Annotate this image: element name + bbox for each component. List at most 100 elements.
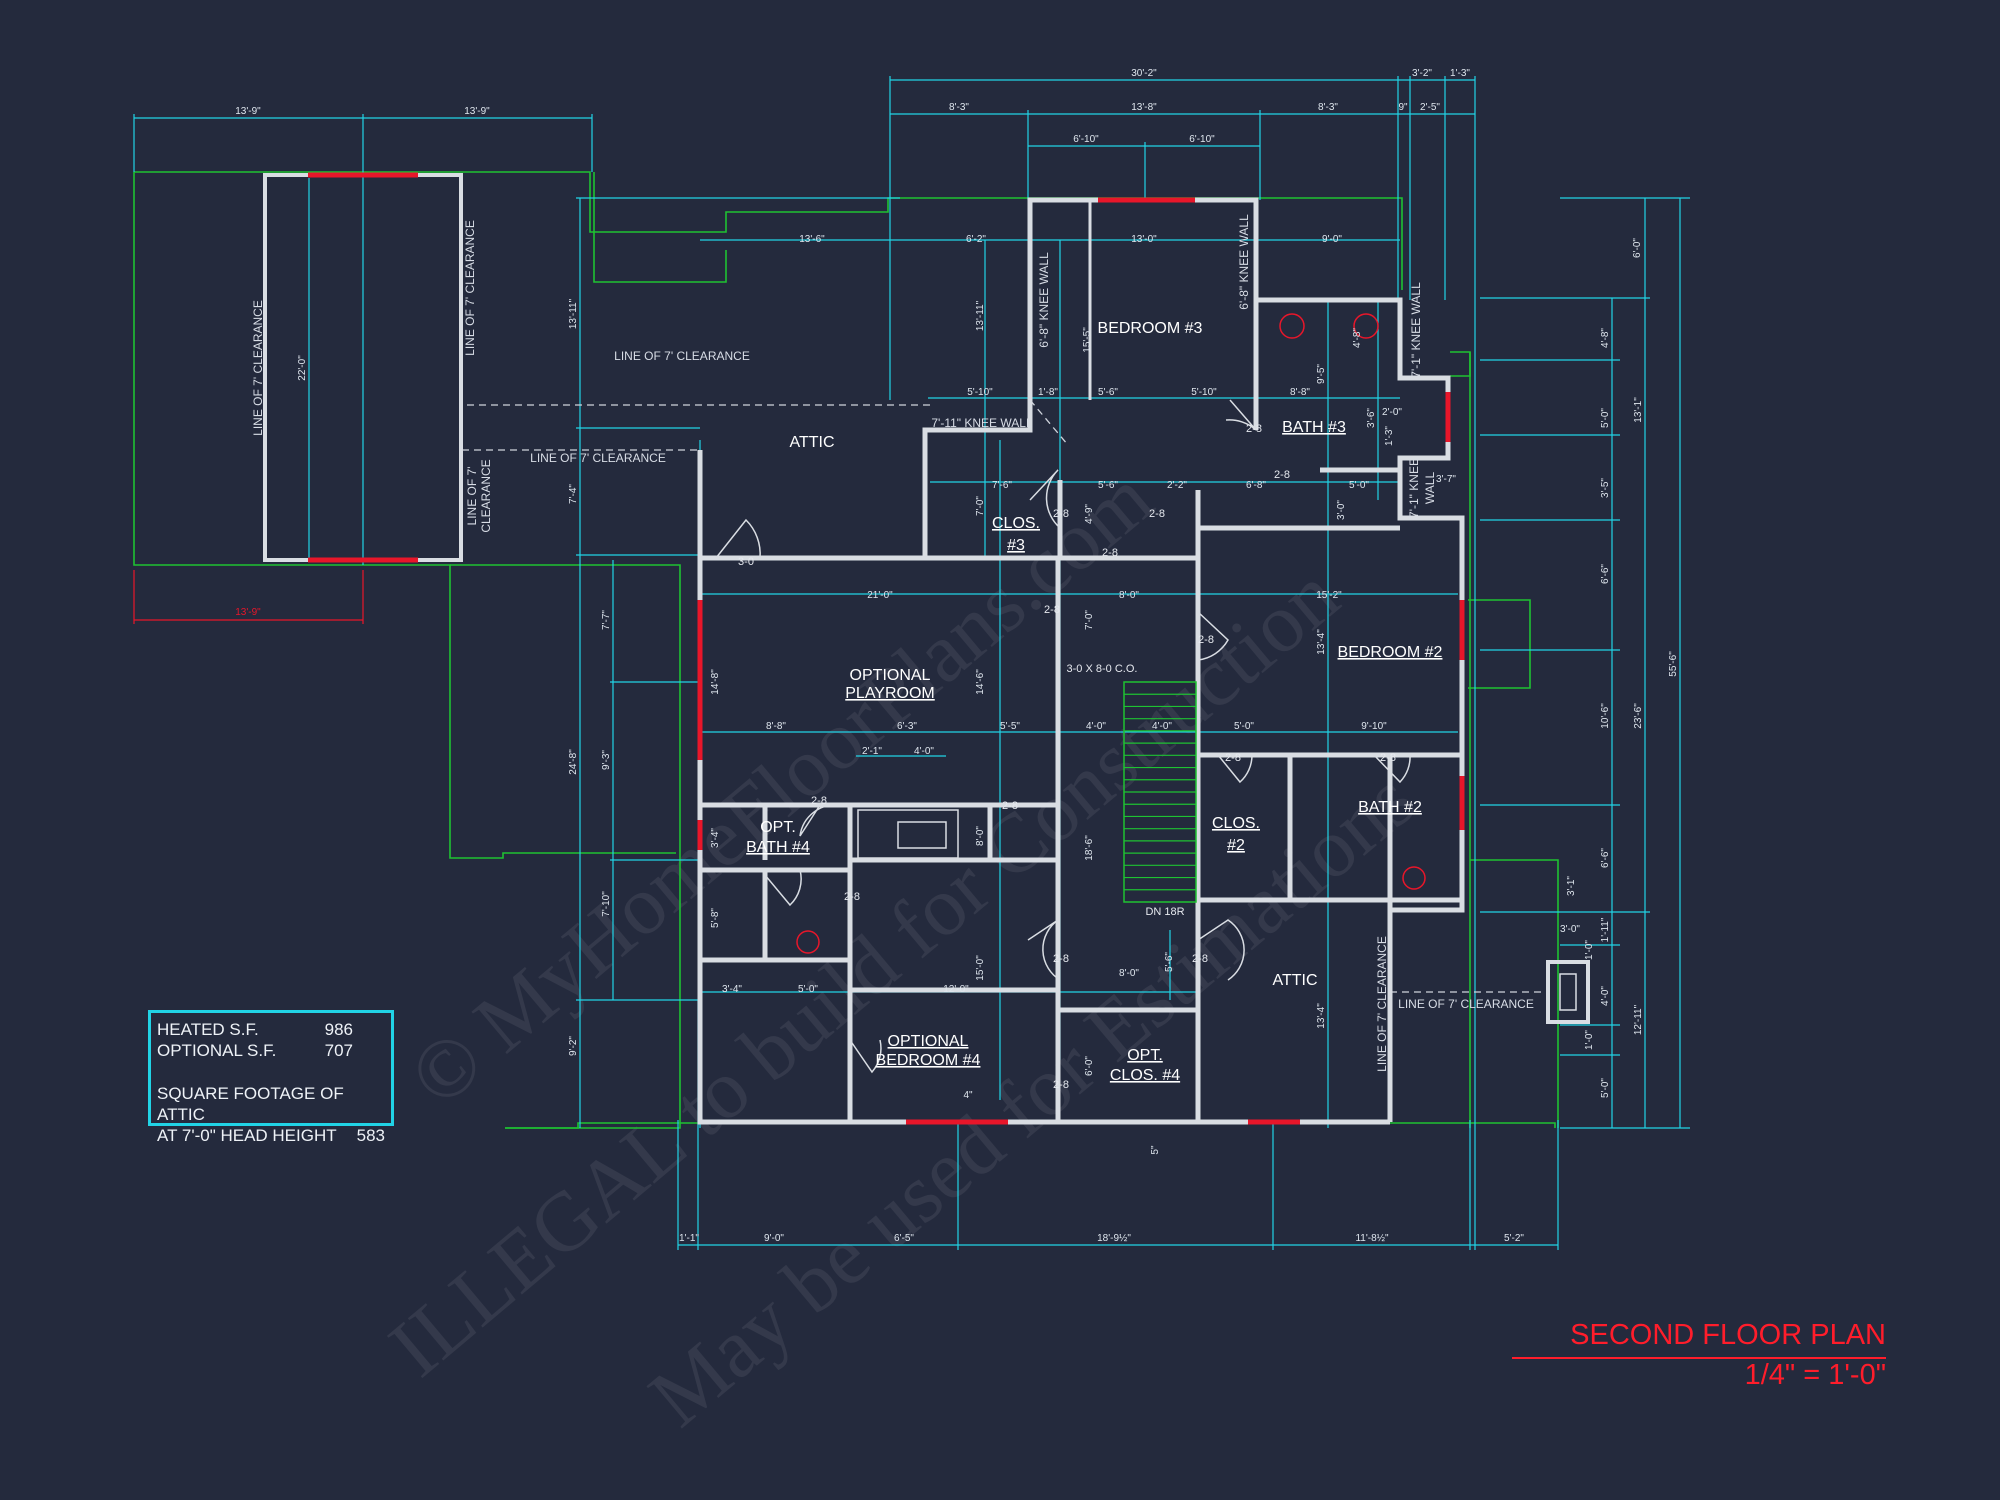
dim-label: 9'-0" [764, 1233, 784, 1244]
optional-sf-row: OPTIONAL S.F. 707 [157, 1040, 385, 1061]
windows [308, 172, 1465, 1125]
dim-label: 6'-10" [1189, 134, 1215, 145]
dim-label: 3'-0" [1560, 924, 1580, 935]
dim-label: 5'-0" [1600, 1078, 1611, 1098]
dim-label: 5'-6" [1098, 480, 1118, 491]
dim-label: 8'-0" [975, 826, 986, 846]
dim-label: 9'-5" [1316, 364, 1327, 384]
dim-label: 5'-0" [1234, 721, 1254, 732]
dim-label: 4'-0" [1600, 986, 1611, 1006]
dim-label: 7'-0" [1084, 610, 1095, 630]
attic-sf-row: AT 7'-0" HEAD HEIGHT 583 [157, 1125, 385, 1146]
door-label-attic: 2-8 [1192, 953, 1208, 965]
note-knee-wall-3: 6'-8" KNEE WALL [1237, 214, 1251, 310]
dim-label: 3'-6" [1366, 408, 1377, 428]
dim-label: 18'-9½" [1097, 1233, 1131, 1244]
fixtures [796, 313, 1590, 1024]
dimension-labels: 30'-2" 8'-3" 13'-8" 8'-3" 6'-10" 6'-10" … [235, 68, 1679, 1244]
dim-label: 13'-11" [975, 300, 986, 331]
dim-label: 3'-1" [1566, 876, 1577, 896]
dim-label: 3'-4" [710, 828, 721, 848]
chimney [1546, 960, 1590, 1024]
dim-label: 8'-3" [1318, 102, 1338, 113]
dim-label: 1'-11" [1600, 917, 1611, 942]
room-bedroom-2: BEDROOM #2 [1338, 644, 1443, 661]
dim-label: 13'-9" [464, 106, 490, 117]
note-clearance-3: LINE OF 7' CLEARANCE [251, 300, 265, 436]
wall-bottom [697, 1000, 1390, 1125]
dim-label: 6'-0" [1084, 1056, 1095, 1076]
note-knee-wall-5a: 7'-1" KNEE [1407, 458, 1421, 518]
dim-label: 2'-5" [1420, 102, 1440, 113]
dim-label: 6'-5" [894, 1233, 914, 1244]
dim-label: 6'-0" [1632, 238, 1643, 258]
dim-label: 13'-4" [1316, 629, 1327, 655]
square-footage-box: HEATED S.F. 986 OPTIONAL S.F. 707 SQUARE… [148, 1010, 394, 1145]
dim-label: 3'-7" [1436, 474, 1456, 485]
attic-sf-value: 583 [356, 1126, 385, 1145]
dim-label: 13'-6" [799, 234, 825, 245]
note-clearance-2: LINE OF 7' CLEARANCE [530, 451, 666, 465]
note-knee-wall-4: 7'-1" KNEE WALL [1409, 282, 1423, 378]
dim-label: 6'-2" [966, 234, 986, 245]
dim-label: 1'-3" [1450, 68, 1470, 79]
dim-label: 6'-6" [1600, 564, 1611, 584]
dim-label: 5'-2" [1504, 1233, 1524, 1244]
room-bath-2: BATH #2 [1358, 799, 1422, 816]
dimension-lines [133, 76, 1690, 1250]
room-clos-2-a: CLOS. [1212, 815, 1260, 832]
door-label-clos4: 2-8 [1053, 1079, 1069, 1091]
room-bath-4-b: BATH #4 [746, 839, 810, 856]
dim-label: 5'-0" [798, 984, 818, 995]
dim-label: 15'-2" [1316, 590, 1342, 601]
dim-label: 1'-1" [679, 1233, 699, 1244]
dim-label: 14'-6" [975, 669, 986, 695]
dim-label: 1'-8" [1038, 387, 1058, 398]
roofline-left [133, 172, 676, 859]
drawing-title-block: SECOND FLOOR PLAN 1/4" = 1'-0" [1570, 1316, 1886, 1394]
note-knee-wall-5b: WALL [1423, 472, 1437, 505]
dim-label: 8'-8" [1290, 387, 1310, 398]
room-labels: BEDROOM #3 BATH #3 ATTIC CLOS. #3 OPTION… [746, 320, 1442, 1084]
door-label-bed2: 2-8 [1198, 634, 1214, 646]
note-clearance-6: LINE OF 7' CLEARANCE [1398, 997, 1534, 1011]
door-label-clos2: 2-8 [1225, 752, 1241, 764]
door-label-3-0: 3-0 [738, 556, 754, 568]
dim-label: 13'-11" [568, 298, 579, 329]
dim-label: 4'-8" [1352, 328, 1363, 348]
dim-label: 6'-8" [1246, 480, 1266, 491]
room-clos-4-b: CLOS. #4 [1110, 1067, 1180, 1084]
dim-label: 5'-6" [1164, 952, 1175, 972]
room-playroom-b: PLAYROOM [845, 685, 935, 702]
attic-sf-line-1: SQUARE FOOTAGE OF ATTIC [157, 1084, 344, 1124]
dim-label: 3'-2" [1412, 68, 1432, 79]
door-label-bed4: 2-8 [1053, 953, 1069, 965]
room-bath-4-a: OPT. [760, 819, 796, 836]
door-label-bath2: 2-8 [1380, 752, 1396, 764]
door-label-bath3: 2-8 [1246, 423, 1262, 435]
door-label-hall1: 2-8 [1149, 508, 1165, 520]
dim-label: 5" [1150, 1145, 1161, 1155]
stair-label: DN 18R [1145, 906, 1184, 918]
door-label-bath4b: 2-8 [844, 891, 860, 903]
notes: LINE OF 7' CLEARANCE LINE OF 7' CLEARANC… [251, 214, 1534, 1072]
dim-label: 3'-4" [722, 984, 742, 995]
dim-label: 3'-5" [1600, 478, 1611, 498]
optional-sf-label: OPTIONAL S.F. [157, 1041, 277, 1060]
dim-label: 2'-2" [1167, 480, 1187, 491]
dim-label: 15'-0" [975, 955, 986, 981]
dim-label: 23'-6" [1633, 703, 1644, 729]
dim-label: 5'-10" [967, 387, 993, 398]
note-clearance-7a: LINE OF 7' [465, 467, 479, 526]
door-label-clos3: 2-8 [1053, 508, 1069, 520]
dim-label: 6'-6" [1600, 848, 1611, 868]
dim-label: 2'-1" [862, 746, 882, 757]
dim-label: 1'-0" [1584, 940, 1595, 960]
dim-label: 1'-3" [1384, 426, 1395, 446]
dim-label: 22'-0" [297, 355, 308, 381]
roofline-left-lower [450, 564, 681, 1129]
room-clos-2-b: #2 [1227, 837, 1245, 854]
room-clos-4-a: OPT. [1127, 1047, 1163, 1064]
dim-label: 5'-0" [1600, 408, 1611, 428]
dim-label: 12'-0" [943, 984, 969, 995]
